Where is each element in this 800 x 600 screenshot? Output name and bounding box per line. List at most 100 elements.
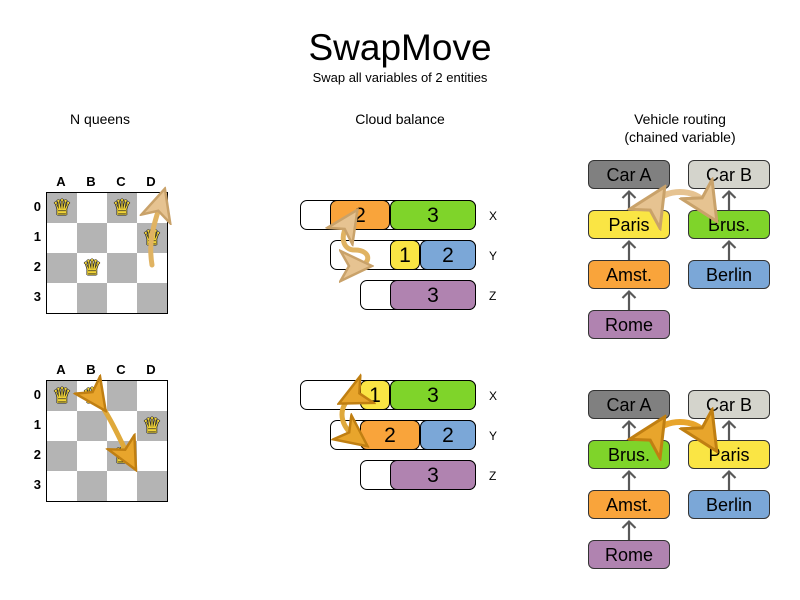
cloud-computer-label-y: Y bbox=[489, 249, 498, 263]
vrp-node-brus[interactable]: Brus. bbox=[688, 210, 770, 239]
board-cell-a2[interactable] bbox=[47, 441, 77, 471]
vrp-node-rome[interactable]: Rome bbox=[588, 540, 670, 569]
board-cell-c3[interactable] bbox=[107, 283, 137, 313]
board-cell-b1[interactable] bbox=[77, 411, 107, 441]
queen-icon[interactable]: ♛ bbox=[52, 195, 72, 220]
chessboard: ♛ ♛ ♛ ♛ bbox=[46, 192, 168, 314]
board-file-label-b: B bbox=[86, 174, 96, 189]
vrp-node-berlin[interactable]: Berlin bbox=[688, 260, 770, 289]
board-cell-a1[interactable] bbox=[47, 223, 77, 253]
queen-icon[interactable]: ♛ bbox=[82, 255, 102, 280]
cloud-computer-label-z: Z bbox=[489, 289, 497, 303]
cloud-process-block[interactable]: 3 bbox=[390, 460, 476, 490]
queen-icon[interactable]: ♛ bbox=[52, 383, 72, 408]
board-cell-c0[interactable] bbox=[107, 381, 137, 411]
board-cell-d3[interactable] bbox=[137, 283, 167, 313]
board-rank-label-1: 1 bbox=[33, 417, 41, 432]
cloud-process-block[interactable]: 2 bbox=[330, 200, 390, 230]
board-cell-c2[interactable] bbox=[107, 253, 137, 283]
board-file-label-d: D bbox=[146, 174, 156, 189]
vrp-heading-line-1: Vehicle routing bbox=[634, 111, 726, 127]
board-cell-b1[interactable] bbox=[77, 223, 107, 253]
vrp-node-berlin[interactable]: Berlin bbox=[688, 490, 770, 519]
board-cell-c3[interactable] bbox=[107, 471, 137, 501]
board-cell-c0[interactable] bbox=[107, 193, 137, 223]
board-cell-a3[interactable] bbox=[47, 471, 77, 501]
board-cell-d3[interactable] bbox=[137, 471, 167, 501]
board-file-label-b: B bbox=[86, 362, 96, 377]
vrp-chain-arrow-icon bbox=[618, 469, 640, 491]
chessboard: ♛ ♛ ♛ ♛ bbox=[46, 380, 168, 502]
board-cell-a0[interactable] bbox=[47, 193, 77, 223]
section-heading-vehicle-routing: Vehicle routing (chained variable) bbox=[590, 110, 770, 146]
board-cell-a2[interactable] bbox=[47, 253, 77, 283]
board-cell-d1[interactable] bbox=[137, 411, 167, 441]
vrp-chain-arrow-icon bbox=[718, 469, 740, 491]
board-rank-label-0: 0 bbox=[33, 387, 41, 402]
board-cell-c1[interactable] bbox=[107, 411, 137, 441]
section-heading-nqueens: N queens bbox=[70, 111, 130, 127]
board-rank-label-2: 2 bbox=[33, 447, 41, 462]
cloud-computer-label-x: X bbox=[489, 389, 498, 403]
vrp-swap-arrow-after bbox=[654, 422, 706, 434]
vrp-chain-arrow-icon bbox=[618, 289, 640, 311]
cloud-process-block[interactable]: 3 bbox=[390, 200, 476, 230]
board-cell-c1[interactable] bbox=[107, 223, 137, 253]
section-heading-cloud-balance: Cloud balance bbox=[355, 111, 445, 127]
queen-icon[interactable]: ♛ bbox=[82, 383, 102, 408]
board-cell-d0[interactable] bbox=[137, 381, 167, 411]
queen-icon[interactable]: ♛ bbox=[112, 195, 132, 220]
board-cell-d0[interactable] bbox=[137, 193, 167, 223]
board-cell-d2[interactable] bbox=[137, 253, 167, 283]
vrp-node-cara[interactable]: Car A bbox=[588, 160, 670, 189]
cloud-process-block[interactable]: 2 bbox=[420, 240, 476, 270]
cloud-process-block[interactable]: 3 bbox=[390, 380, 476, 410]
board-cell-a3[interactable] bbox=[47, 283, 77, 313]
cloud-process-block[interactable]: 3 bbox=[390, 280, 476, 310]
board-cell-b3[interactable] bbox=[77, 283, 107, 313]
cloud-process-block[interactable]: 1 bbox=[390, 240, 420, 270]
vrp-chain-arrow-icon bbox=[618, 189, 640, 211]
cloud-computer-label-z: Z bbox=[489, 469, 497, 483]
board-rank-label-2: 2 bbox=[33, 259, 41, 274]
board-cell-b0[interactable] bbox=[77, 193, 107, 223]
cloud-computer-label-x: X bbox=[489, 209, 498, 223]
vrp-node-cara[interactable]: Car A bbox=[588, 390, 670, 419]
vrp-chain-arrow-icon bbox=[618, 239, 640, 261]
vrp-node-carb[interactable]: Car B bbox=[688, 390, 770, 419]
vrp-node-brus[interactable]: Brus. bbox=[588, 440, 670, 469]
cloud-process-block[interactable]: 2 bbox=[420, 420, 476, 450]
board-cell-d2[interactable] bbox=[137, 441, 167, 471]
page-title: SwapMove bbox=[308, 27, 492, 68]
board-cell-a1[interactable] bbox=[47, 411, 77, 441]
board-file-label-a: A bbox=[56, 174, 66, 189]
board-file-label-a: A bbox=[56, 362, 66, 377]
board-cell-a0[interactable] bbox=[47, 381, 77, 411]
vrp-node-amst[interactable]: Amst. bbox=[588, 490, 670, 519]
board-file-label-d: D bbox=[146, 362, 156, 377]
board-rank-label-3: 3 bbox=[33, 289, 41, 304]
vrp-node-paris[interactable]: Paris bbox=[588, 210, 670, 239]
queen-icon[interactable]: ♛ bbox=[142, 413, 162, 438]
cloud-computer-label-y: Y bbox=[489, 429, 498, 443]
board-cell-b3[interactable] bbox=[77, 471, 107, 501]
board-rank-label-0: 0 bbox=[33, 199, 41, 214]
queen-icon[interactable]: ♛ bbox=[142, 225, 162, 250]
board-rank-label-3: 3 bbox=[33, 477, 41, 492]
queen-icon[interactable]: ♛ bbox=[112, 443, 132, 468]
cloud-process-block[interactable]: 1 bbox=[360, 380, 390, 410]
vrp-node-amst[interactable]: Amst. bbox=[588, 260, 670, 289]
board-rank-label-1: 1 bbox=[33, 229, 41, 244]
vrp-node-rome[interactable]: Rome bbox=[588, 310, 670, 339]
vrp-chain-arrow-icon bbox=[718, 419, 740, 441]
board-cell-b2[interactable] bbox=[77, 253, 107, 283]
nqueens-board-before: A B C D 0 1 2 3 ♛ ♛ ♛ ♛ bbox=[34, 175, 168, 314]
cloud-process-block[interactable]: 2 bbox=[360, 420, 420, 450]
board-cell-b2[interactable] bbox=[77, 441, 107, 471]
vrp-chain-arrow-icon bbox=[618, 419, 640, 441]
vrp-node-paris[interactable]: Paris bbox=[688, 440, 770, 469]
board-file-label-c: C bbox=[116, 174, 126, 189]
vrp-chain-arrow-icon bbox=[718, 239, 740, 261]
vrp-node-carb[interactable]: Car B bbox=[688, 160, 770, 189]
